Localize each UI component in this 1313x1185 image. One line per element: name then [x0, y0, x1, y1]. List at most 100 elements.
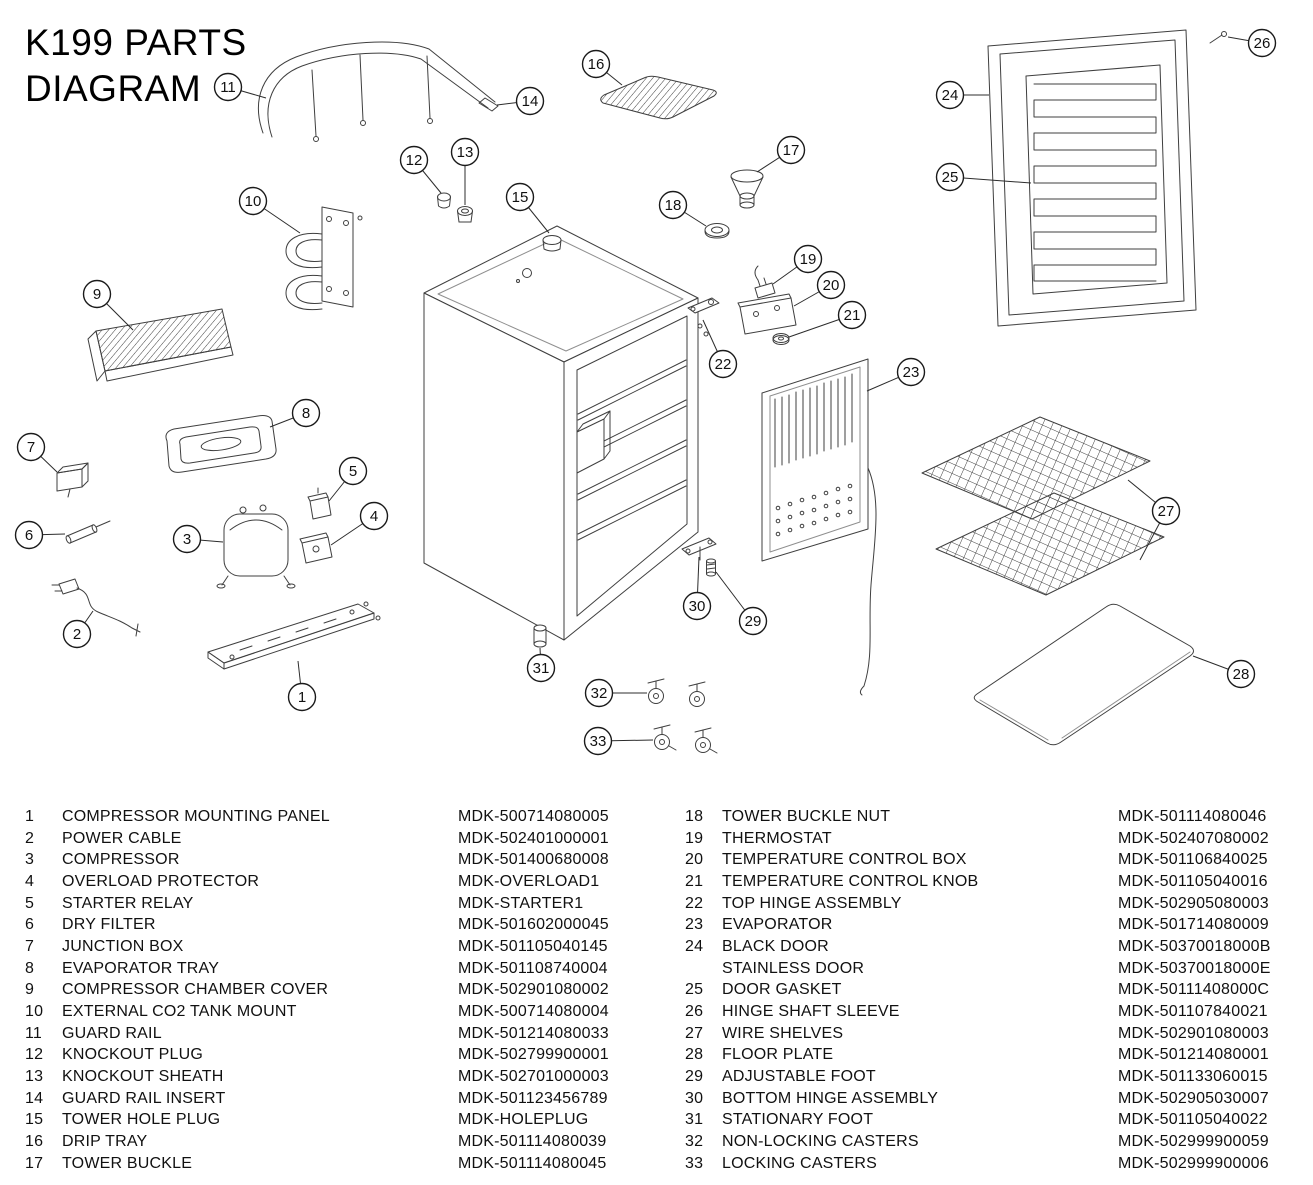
part-no: 3	[25, 851, 35, 869]
guard-rail	[257, 41, 496, 142]
part-number: MDK-502701000003	[458, 1067, 609, 1085]
part-number: MDK-502401000001	[458, 829, 609, 847]
floor-plate	[973, 603, 1194, 746]
svg-text:29: 29	[745, 613, 762, 630]
svg-text:30: 30	[689, 598, 706, 615]
part-no: 7	[25, 937, 35, 955]
part-name: TEMPERATURE CONTROL BOX	[722, 851, 967, 869]
part-no: 11	[25, 1024, 43, 1042]
callout-2: 2	[62, 619, 92, 649]
svg-text:20: 20	[823, 277, 840, 294]
part-name: TOP HINGE ASSEMBLY	[722, 894, 902, 912]
callout-10: 10	[238, 186, 268, 216]
svg-text:27: 27	[1158, 503, 1175, 520]
part-no: 31	[685, 1111, 704, 1129]
part-name: ADJUSTABLE FOOT	[722, 1067, 876, 1085]
part-number: MDK-50111408000C	[1118, 981, 1270, 999]
thermostat	[754, 265, 776, 299]
callout-22: 22	[708, 349, 738, 379]
evaporator-holes	[775, 483, 853, 537]
part-no: 28	[685, 1046, 704, 1064]
part-no: 12	[25, 1046, 44, 1064]
callout-12: 12	[399, 145, 429, 175]
part-no: 27	[685, 1024, 704, 1042]
callout-21: 21	[837, 300, 867, 330]
callout-16: 16	[581, 49, 611, 79]
part-no: 8	[25, 959, 35, 977]
part-name: STAINLESS DOOR	[722, 959, 865, 977]
part-number: MDK-502905030007	[1118, 1089, 1269, 1107]
wire-shelves	[921, 416, 1165, 596]
callout-29: 29	[738, 606, 768, 636]
part-number: MDK-501123456789	[458, 1089, 608, 1107]
svg-text:23: 23	[903, 364, 920, 381]
callout-19: 19	[793, 244, 823, 274]
part-name: GUARD RAIL INSERT	[62, 1089, 226, 1107]
svg-text:24: 24	[942, 87, 959, 104]
compressor-mounting-panel	[207, 601, 381, 670]
svg-text:6: 6	[25, 527, 33, 544]
temperature-control-knob	[772, 333, 790, 345]
part-number: MDK-STARTER1	[458, 894, 584, 912]
part-no: 5	[25, 894, 35, 912]
callout-18: 18	[658, 190, 688, 220]
part-number: MDK-501214080001	[1118, 1046, 1269, 1064]
part-name: JUNCTION BOX	[62, 937, 184, 955]
svg-text:33: 33	[590, 733, 607, 750]
svg-text:5: 5	[349, 463, 357, 480]
part-number: MDK-502999900006	[1118, 1154, 1269, 1172]
callout-6: 6	[14, 520, 44, 550]
part-number: MDK-501214080033	[458, 1024, 609, 1042]
evaporator-tray	[165, 415, 277, 473]
svg-text:31: 31	[533, 660, 550, 677]
top-hinge-assembly	[687, 297, 720, 337]
callout-30: 30	[682, 591, 712, 621]
callout-33: 33	[583, 726, 613, 756]
part-name: THERMOSTAT	[722, 829, 832, 847]
knockout-plug	[437, 192, 451, 209]
part-no: 1	[25, 808, 35, 825]
page-title: K199 PARTS DIAGRAM	[25, 22, 247, 109]
callout-32: 32	[584, 678, 614, 708]
part-name: EVAPORATOR TRAY	[62, 959, 220, 977]
callout-7: 7	[16, 432, 46, 462]
parts-row: 26 HINGE SHAFT SLEEVE MDK-501107840021	[685, 1001, 1305, 1023]
part-no: 6	[25, 916, 35, 934]
callout-26: 26	[1247, 28, 1277, 58]
freezer-compartment	[576, 410, 611, 474]
part-name: KNOCKOUT SHEATH	[62, 1067, 224, 1085]
svg-text:25: 25	[942, 169, 959, 186]
callout-24: 24	[935, 80, 965, 110]
svg-text:16: 16	[588, 56, 605, 73]
svg-text:32: 32	[591, 685, 608, 702]
part-number: MDK-501107840021	[1118, 1002, 1268, 1020]
adjustable-foot	[706, 558, 716, 577]
callout-4: 4	[359, 501, 389, 531]
part-number: MDK-OVERLOAD1	[458, 872, 600, 890]
svg-text:19: 19	[800, 251, 817, 268]
svg-text:8: 8	[302, 405, 310, 422]
part-number: MDK-501105040016	[1118, 872, 1268, 890]
part-number: MDK-501105040022	[1118, 1111, 1268, 1129]
part-number: MDK-500714080004	[458, 1002, 609, 1020]
stationary-foot	[533, 624, 547, 648]
part-number: MDK-501602000045	[458, 916, 609, 934]
part-no: 26	[685, 1002, 704, 1020]
temperature-control-box	[737, 293, 797, 335]
part-no: 20	[685, 851, 704, 869]
part-name: HINGE SHAFT SLEEVE	[722, 1002, 900, 1020]
